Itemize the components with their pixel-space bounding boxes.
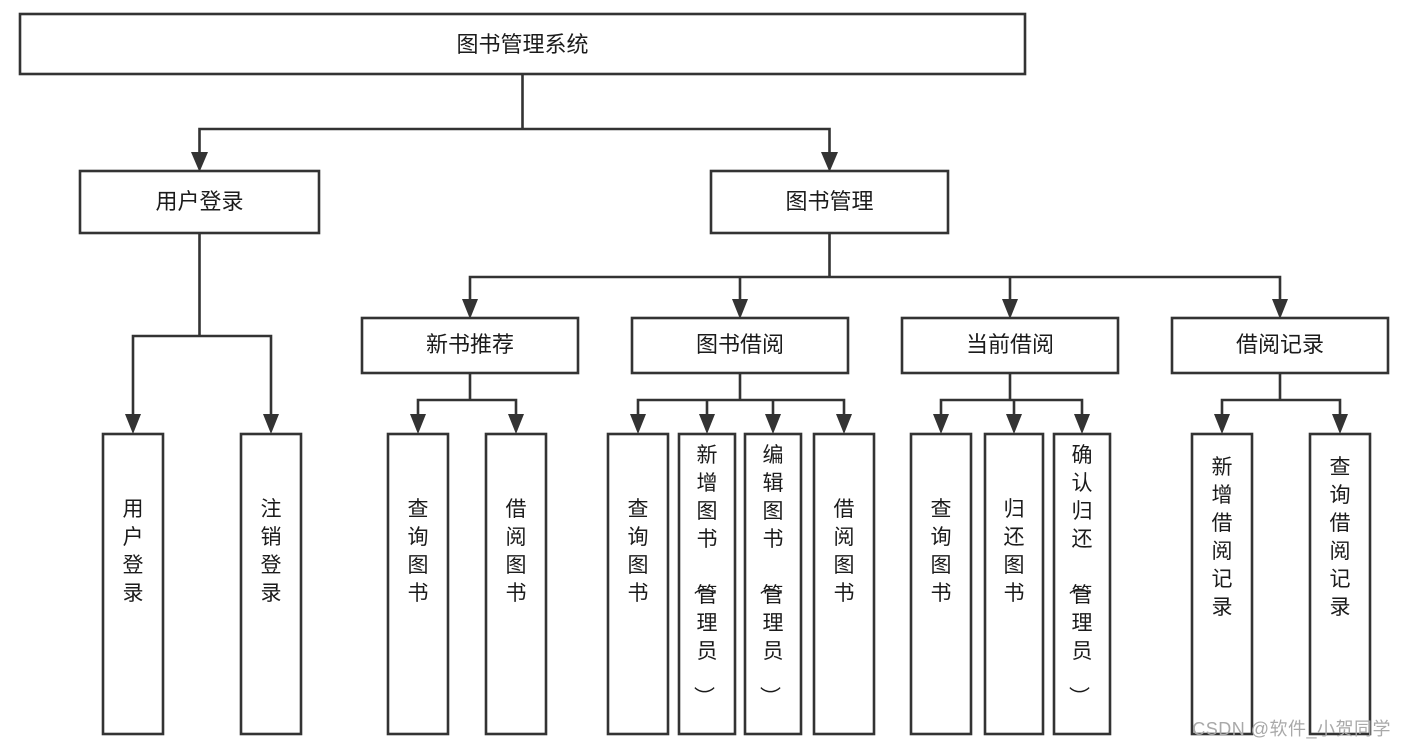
node-user-login[interactable]: 用户登录 [78,169,321,235]
node-leaf-logout-label: 注销登录 [261,498,282,605]
node-leaf-add-borrow-record[interactable]: 新增借阅记录 [1190,432,1254,736]
node-leaf-query-book-current-box[interactable] [909,432,973,736]
arrow-head-icon [462,299,478,319]
arrow-head-icon [1074,414,1090,434]
node-leaf-return-book-label: 归还图书 [1004,498,1025,605]
arrow-head-icon [836,414,852,434]
node-leaf-user-login-label: 用户登录 [123,498,144,605]
arrowhead-group [125,152,1348,434]
node-leaf-borrow-book-label: 借阅图书 [834,498,855,605]
node-leaf-confirm-return-admin-box[interactable] [1052,432,1112,736]
node-current-borrow[interactable]: 当前借阅 [900,316,1120,375]
node-book-manage[interactable]: 图书管理 [709,169,950,235]
node-leaf-query-borrow-record-label: 查询借阅记录 [1330,456,1351,619]
arrow-head-icon [765,414,781,434]
node-new-book-recommend-label: 新书推荐 [426,332,514,357]
node-leaf-query-book-borrow-label: 查询图书 [628,498,649,605]
node-leaf-borrow-book[interactable]: 借阅图书 [812,432,876,736]
arrow-head-icon [263,414,279,434]
node-book-borrow-box[interactable] [630,316,850,375]
node-leaf-edit-book-admin-label: 编辑图书（管理员） [758,444,784,707]
node-leaf-query-book-new[interactable]: 查询图书 [386,432,450,736]
node-leaf-user-login[interactable]: 用户登录 [101,432,165,736]
node-leaf-edit-book-admin-box[interactable] [743,432,803,736]
arrow-head-icon [1272,299,1288,319]
node-leaf-logout[interactable]: 注销登录 [239,432,303,736]
node-new-book-recommend[interactable]: 新书推荐 [360,316,580,375]
leaf-nodes-group: 用户登录 注销登录 查询图书 借阅图书 查询图书 新增图书（管理员） [101,432,1372,736]
arrow-head-icon [125,414,141,434]
arrow-head-icon [1006,414,1022,434]
connector-userlogin-to-leaves [131,231,273,421]
node-user-login-box[interactable] [78,169,321,235]
node-leaf-query-book-borrow-box[interactable] [606,432,670,736]
node-borrow-record[interactable]: 借阅记录 [1170,316,1390,375]
connector-group [131,72,1342,421]
node-leaf-edit-book-admin[interactable]: 编辑图书（管理员） [743,432,803,736]
node-root-label: 图书管理系统 [456,32,588,57]
node-leaf-query-borrow-record-box[interactable] [1308,432,1372,736]
csdn-watermark: CSDN @软件_小贺同学 [1192,719,1391,739]
node-leaf-borrow-book-new-label: 借阅图书 [506,498,527,605]
node-leaf-query-book-current[interactable]: 查询图书 [909,432,973,736]
node-leaf-query-book-new-box[interactable] [386,432,450,736]
node-leaf-query-borrow-record[interactable]: 查询借阅记录 [1308,432,1372,736]
arrow-head-icon [1002,299,1018,319]
connector-borrowrecord-to-leaves [1220,371,1342,421]
node-leaf-confirm-return-admin[interactable]: 确认归还（管理员） [1052,432,1112,736]
node-leaf-return-book[interactable]: 归还图书 [983,432,1045,736]
node-leaf-user-login-box[interactable] [101,432,165,736]
connector-bookmanage-to-level3 [468,231,1282,305]
connector-root-to-level2 [198,72,831,158]
node-leaf-borrow-book-new-box[interactable] [484,432,548,736]
connector-currentborrow-to-leaves [939,371,1084,421]
node-current-borrow-label: 当前借阅 [966,332,1054,357]
arrow-head-icon [933,414,949,434]
arrow-head-icon [410,414,426,434]
node-root[interactable]: 图书管理系统 [18,12,1027,76]
node-leaf-query-book-current-label: 查询图书 [931,498,952,605]
node-leaf-add-book-admin-label: 新增图书（管理员） [692,444,718,707]
connector-bookborrow-to-leaves [636,371,846,421]
arrow-head-icon [699,414,715,434]
node-leaf-borrow-book-box[interactable] [812,432,876,736]
arrow-head-icon [1332,414,1348,434]
node-borrow-record-box[interactable] [1170,316,1390,375]
node-leaf-borrow-book-new[interactable]: 借阅图书 [484,432,548,736]
node-borrow-record-label: 借阅记录 [1236,332,1324,357]
arrow-head-icon [821,152,838,172]
connector-newbook-to-leaves [416,371,518,421]
node-leaf-query-book-new-label: 查询图书 [408,498,429,605]
node-book-borrow-label: 图书借阅 [696,332,784,357]
node-leaf-query-book-borrow[interactable]: 查询图书 [606,432,670,736]
node-leaf-add-borrow-record-box[interactable] [1190,432,1254,736]
node-root-box[interactable] [18,12,1027,76]
node-book-manage-label: 图书管理 [785,189,873,214]
arrow-head-icon [508,414,524,434]
node-leaf-confirm-return-admin-label: 确认归还（管理员） [1067,444,1093,707]
node-leaf-return-book-box[interactable] [983,432,1045,736]
node-leaf-add-book-admin[interactable]: 新增图书（管理员） [677,432,737,736]
node-new-book-recommend-box[interactable] [360,316,580,375]
node-book-borrow[interactable]: 图书借阅 [630,316,850,375]
arrow-head-icon [630,414,646,434]
node-leaf-add-borrow-record-label: 新增借阅记录 [1212,456,1233,619]
node-leaf-logout-box[interactable] [239,432,303,736]
arrow-head-icon [732,299,748,319]
node-user-login-label: 用户登录 [155,189,243,214]
node-leaf-add-book-admin-box[interactable] [677,432,737,736]
arrow-head-icon [191,152,208,172]
node-book-manage-box[interactable] [709,169,950,235]
arrow-head-icon [1214,414,1230,434]
node-current-borrow-box[interactable] [900,316,1120,375]
